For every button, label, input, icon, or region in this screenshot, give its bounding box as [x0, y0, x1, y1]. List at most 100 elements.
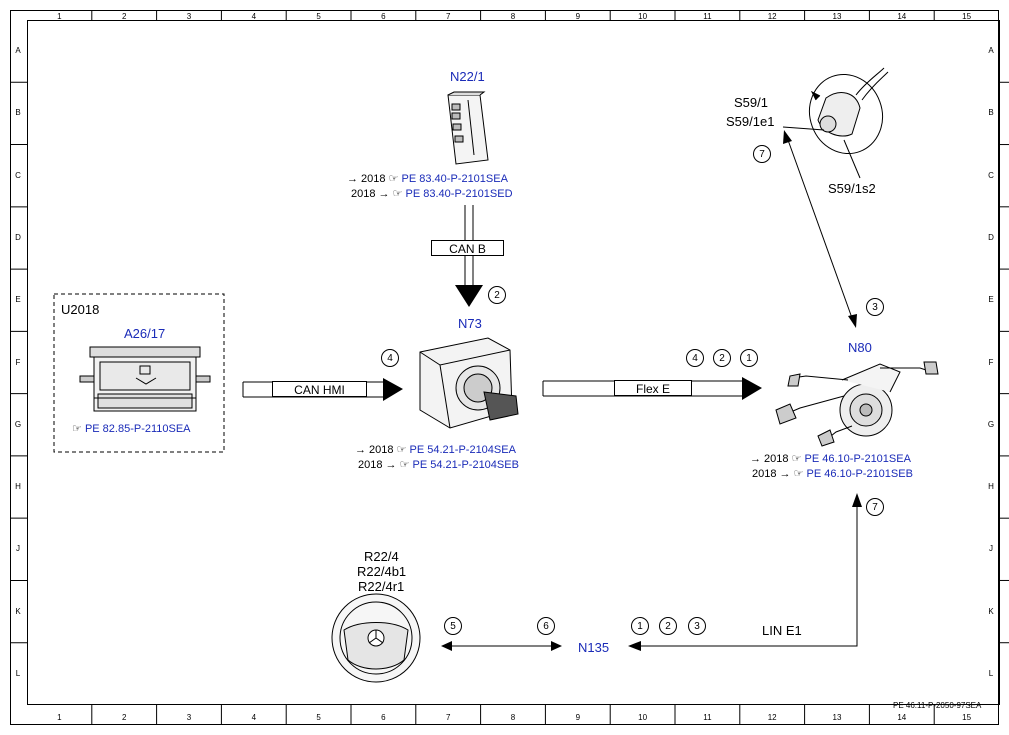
lin-e1-connection [628, 493, 862, 651]
grid-col-4-top: 4 [251, 12, 257, 21]
flex-e-label: Flex E [614, 380, 692, 396]
grid-col-2-top: 2 [121, 12, 127, 21]
r22-4-device [331, 593, 421, 683]
can-b-label: CAN B [431, 240, 504, 256]
grid-col-11-top: 11 [703, 12, 712, 21]
grid-row-D-right: D [988, 232, 994, 242]
n22-1-label: N22/1 [450, 69, 485, 84]
pointing-hand-icon: ☞ [396, 444, 407, 456]
grid-col-3-bottom: 3 [186, 713, 192, 722]
u2018-group-box [53, 293, 225, 453]
grid-row-C-right: C [988, 170, 994, 180]
grid-row-H-right: H [988, 482, 994, 492]
grid-row-F-left: F [15, 357, 21, 367]
grid-row-L-right: L [988, 668, 994, 678]
grid-col-12-top: 12 [767, 12, 777, 21]
grid-col-10-top: 10 [638, 12, 648, 21]
grid-row-J-left: J [16, 544, 20, 554]
can-hmi-label: CAN HMI [272, 381, 367, 397]
grid-row-F-right: F [988, 357, 994, 367]
pointing-hand-icon: ☞ [791, 453, 802, 465]
grid-row-B-right: B [988, 108, 994, 118]
circle-flex-1: 4 [686, 349, 704, 367]
grid-row-G-left: G [14, 419, 22, 429]
circle-lin-1: 1 [631, 617, 649, 635]
grid-col-5-top: 5 [316, 12, 321, 21]
n73-label: N73 [458, 316, 482, 331]
grid-row-H-left: H [15, 482, 21, 492]
circle-r22-b: 6 [537, 617, 555, 635]
n22-1-ref-2: 2018 → ☞ PE 83.40-P-2101SED [351, 188, 513, 200]
s59-1e1-label: S59/1e1 [726, 114, 775, 129]
grid-row-D-left: D [15, 232, 21, 242]
n80-ref-2: 2018 → ☞ PE 46.10-P-2101SEB [752, 468, 913, 480]
grid-col-6-bottom: 6 [381, 713, 386, 722]
n73-ref-2: 2018 → ☞ PE 54.21-P-2104SEB [358, 459, 519, 471]
outer-frame [10, 10, 999, 725]
grid-row-A-left: A [15, 46, 21, 56]
grid-row-J-right: J [989, 544, 993, 554]
grid-col-1-top: 1 [57, 12, 62, 21]
lin-e1-label: LIN E1 [762, 623, 802, 638]
grid-col-7-top: 7 [445, 12, 451, 21]
circle-n80-bottom: 7 [866, 498, 884, 516]
grid-col-11-bottom: 11 [703, 713, 712, 722]
grid-col-13-bottom: 13 [832, 713, 842, 722]
circle-can-b: 2 [488, 286, 506, 304]
s59-1s2-label: S59/1s2 [828, 181, 876, 196]
circle-flex-3: 1 [740, 349, 758, 367]
pointing-hand-icon: ☞ [388, 173, 399, 185]
n80-ref-1: → 2018 ☞ PE 46.10-P-2101SEA [750, 453, 911, 465]
r22-4-label: R22/4 [364, 549, 399, 564]
grid-row-E-right: E [988, 295, 994, 305]
circle-n80-top: 3 [866, 298, 884, 316]
footer-code: PE 46.11-P-2050-97SEA [893, 701, 982, 710]
grid-row-L-left: L [15, 668, 21, 678]
grid-col-3-top: 3 [186, 12, 192, 21]
grid-row-K-right: K [988, 606, 994, 616]
r22-4r1-label: R22/4r1 [358, 579, 405, 594]
n73-ref-1: → 2018 ☞ PE 54.21-P-2104SEA [355, 444, 516, 456]
grid-col-15-bottom: 15 [962, 713, 972, 722]
grid-col-5-bottom: 5 [316, 713, 321, 722]
a26-17-device [79, 346, 211, 412]
grid-row-K-left: K [15, 606, 21, 616]
grid-col-6-top: 6 [381, 12, 386, 21]
r22-n135-link [441, 641, 562, 651]
n22-1-ref-1: → 2018 ☞ PE 83.40-P-2101SEA [347, 173, 508, 185]
grid-col-15-top: 15 [962, 12, 972, 21]
n80-device [775, 361, 939, 447]
grid-col-8-top: 8 [510, 12, 516, 21]
s59-n80-link [783, 130, 857, 328]
pointing-hand-icon: ☞ [793, 468, 804, 480]
n80-label: N80 [848, 340, 872, 355]
grid-col-10-bottom: 10 [638, 713, 648, 722]
grid-col-12-bottom: 12 [767, 713, 777, 722]
grid-col-1-bottom: 1 [57, 713, 62, 722]
n22-1-device [447, 91, 489, 165]
grid-row-E-left: E [15, 295, 21, 305]
circle-can-hmi: 4 [381, 349, 399, 367]
grid-col-8-bottom: 8 [510, 713, 516, 722]
a26-17-ref: ☞ PE 82.85-P-2110SEA [72, 423, 191, 435]
grid-col-13-top: 13 [832, 12, 842, 21]
s59-1-device [782, 67, 889, 179]
pointing-hand-icon: ☞ [399, 459, 410, 471]
grid-row-A-right: A [988, 46, 994, 56]
grid-col-14-top: 14 [897, 12, 907, 21]
s59-1-label: S59/1 [734, 95, 768, 110]
grid-row-B-left: B [15, 108, 21, 118]
pointing-hand-icon: ☞ [72, 423, 82, 435]
diagram-frame [27, 20, 1000, 705]
can-b-connection [455, 205, 483, 307]
u2018-label: U2018 [61, 302, 100, 317]
grid-col-14-bottom: 14 [897, 713, 907, 722]
r22-4b1-label: R22/4b1 [357, 564, 407, 579]
grid-row-G-right: G [987, 419, 995, 429]
grid-col-9-bottom: 9 [575, 713, 581, 722]
a26-17-label: A26/17 [124, 326, 166, 341]
circle-lin-3: 3 [688, 617, 706, 635]
grid-col-9-top: 9 [575, 12, 581, 21]
circle-flex-2: 2 [713, 349, 731, 367]
